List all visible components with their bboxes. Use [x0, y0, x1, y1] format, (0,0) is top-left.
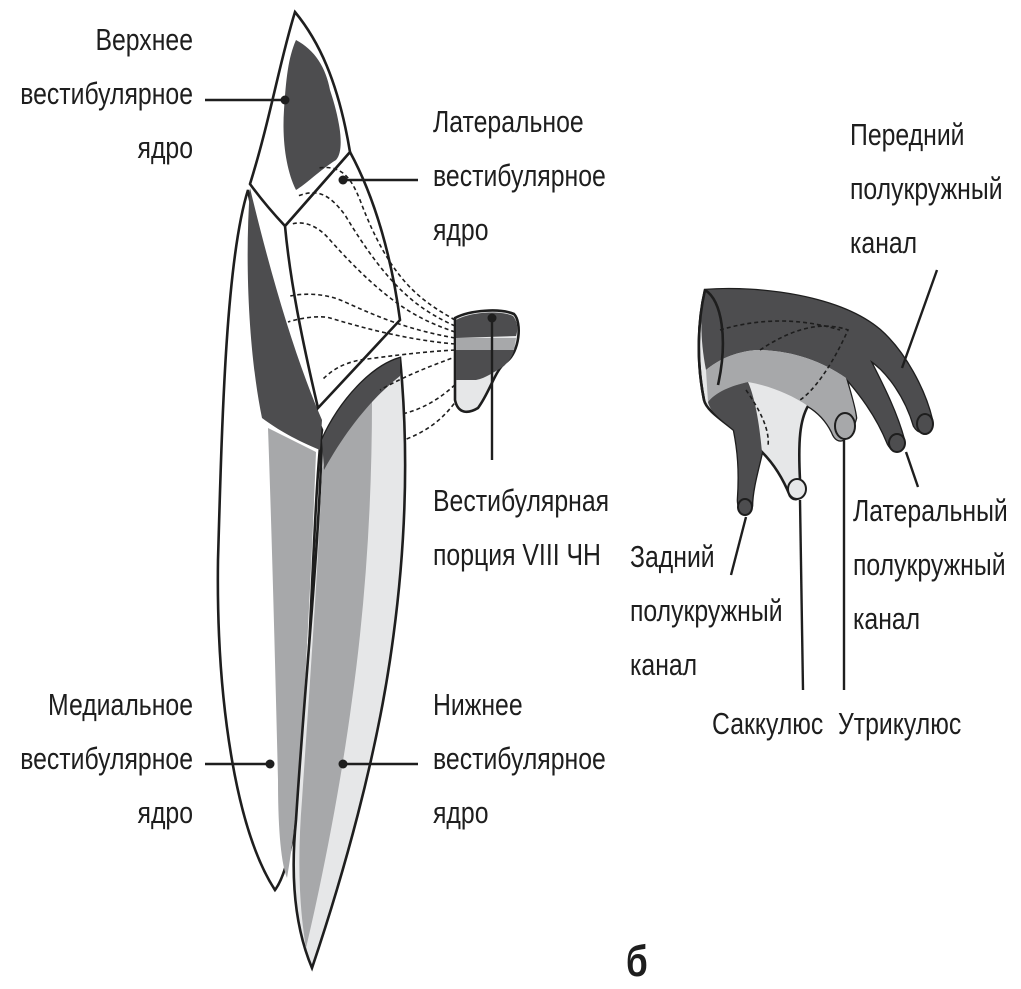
utricle-label: Утрикулюс: [838, 697, 961, 751]
panel-letter: б: [626, 935, 648, 989]
vestibular-nerve-band: [456, 338, 516, 350]
anterior-canal-end: [917, 414, 933, 434]
anterior-canal-label: Передний полукружный канал: [850, 108, 1003, 270]
posterior-canal-label: Задний полукружный канал: [630, 530, 783, 692]
labyrinth: [699, 289, 933, 515]
saccule-end: [788, 479, 806, 499]
superior-nucleus-label: Верхнее вестибулярное ядро: [20, 13, 193, 175]
utricle-end: [835, 413, 855, 439]
lateral-nucleus-label: Латеральное вестибулярное ядро: [433, 95, 606, 257]
lateral-canal-end: [889, 434, 905, 452]
vestibular-nerve-dark: [456, 313, 517, 338]
posterior-canal-end: [738, 499, 752, 515]
vestibular-nerve-gray: [456, 350, 514, 380]
medial-nucleus-label: Медиальное вестибулярное ядро: [20, 678, 193, 840]
saccule-label: Саккулюс: [712, 697, 823, 751]
inferior-nucleus-label: Нижнее вестибулярное ядро: [433, 678, 606, 840]
vestibular-nerve-label: Вестибулярная порция VIII ЧН: [433, 474, 609, 582]
lateral-canal-label: Латеральный полукружный канал: [853, 484, 1008, 646]
